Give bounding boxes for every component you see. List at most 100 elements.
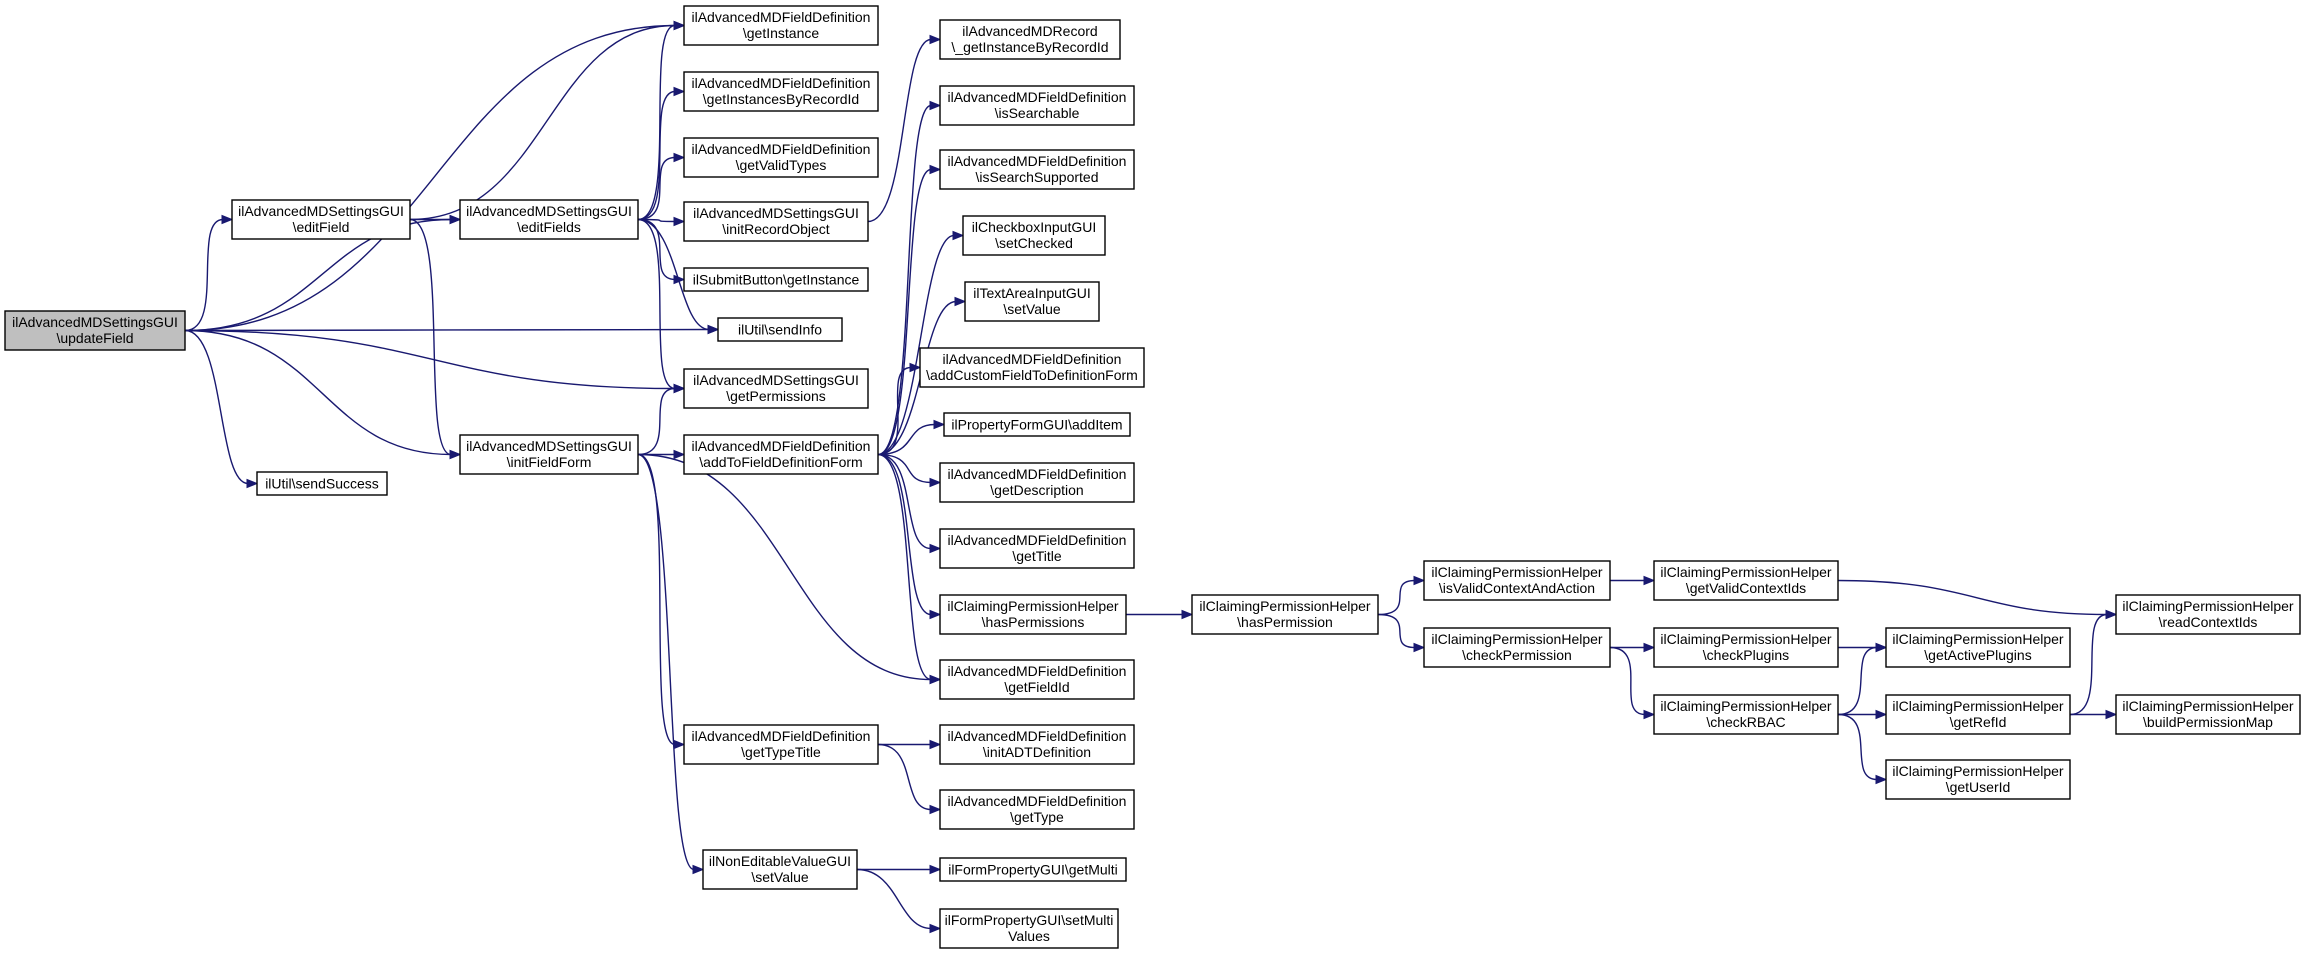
node-label: ilAdvancedMDFieldDefinition	[948, 153, 1127, 169]
node-box	[1653, 627, 1839, 668]
node-hasPermissions[interactable]: ilClaimingPermissionHelper\hasPermission…	[939, 594, 1127, 635]
edge-initFieldForm-to-getPermissions	[637, 387, 676, 456]
function-nodes: ilAdvancedMDSettingsGUI\updateFieldilAdv…	[4, 5, 2301, 949]
node-box	[683, 724, 879, 765]
node-isSearchable[interactable]: ilAdvancedMDFieldDefinition\isSearchable	[939, 85, 1135, 126]
arrowhead-icon	[1643, 575, 1656, 586]
node-label: ilCheckboxInputGUI	[972, 219, 1097, 235]
node-getRefId[interactable]: ilClaimingPermissionHelper\getRefId	[1885, 694, 2071, 735]
node-label: ilAdvancedMDFieldDefinition	[943, 351, 1122, 367]
node-box	[939, 85, 1135, 126]
node-box	[1423, 627, 1611, 668]
node-sendInfo[interactable]: ilUtil\sendInfo	[717, 317, 843, 342]
node-box	[943, 412, 1131, 437]
arrowhead-icon	[673, 152, 686, 163]
node-getInstanceByRecordId[interactable]: ilAdvancedMDRecord\_getInstanceByRecordI…	[939, 19, 1121, 60]
node-label: ilFormPropertyGUI\setMulti	[945, 912, 1114, 928]
node-box	[939, 789, 1135, 830]
edge-addToFieldDefinitionForm-to-hasPermissions	[877, 453, 932, 616]
node-setChecked[interactable]: ilCheckboxInputGUI\setChecked	[962, 215, 1106, 256]
node-label: ilAdvancedMDFieldDefinition	[948, 793, 1127, 809]
node-box	[683, 71, 879, 112]
node-textAreaSetValue[interactable]: ilTextAreaInputGUI\setValue	[964, 281, 1100, 322]
node-label: \getDescription	[990, 482, 1083, 498]
node-box	[939, 19, 1121, 60]
node-label: \buildPermissionMap	[2143, 714, 2273, 730]
arrowhead-icon	[929, 864, 942, 875]
node-sendSuccess[interactable]: ilUtil\sendSuccess	[256, 471, 388, 496]
node-updateField[interactable]: ilAdvancedMDSettingsGUI\updateField	[4, 310, 186, 351]
node-initADTDefinition[interactable]: ilAdvancedMDFieldDefinition\initADTDefin…	[939, 724, 1135, 765]
node-getUserId[interactable]: ilClaimingPermissionHelper\getUserId	[1885, 759, 2071, 800]
node-submitGetInstance[interactable]: ilSubmitButton\getInstance	[683, 267, 869, 292]
node-label: \readContextIds	[2159, 614, 2258, 630]
edge-addToFieldDefinitionForm-to-isSearchable	[877, 104, 932, 456]
arrowhead-icon	[1875, 709, 1888, 720]
arrowhead-icon	[221, 214, 234, 225]
node-initRecordObject[interactable]: ilAdvancedMDSettingsGUI\initRecordObject	[683, 201, 869, 242]
node-getFieldId[interactable]: ilAdvancedMDFieldDefinition\getFieldId	[939, 659, 1135, 700]
edge-editFields-to-getInstancesByRecordId	[637, 90, 676, 221]
node-box	[683, 267, 869, 292]
node-box	[1191, 594, 1379, 635]
node-addItem[interactable]: ilPropertyFormGUI\addItem	[943, 412, 1131, 437]
node-label: ilClaimingPermissionHelper	[947, 598, 1119, 614]
node-box	[1653, 560, 1839, 601]
node-box	[1885, 627, 2071, 668]
node-buildPermissionMap[interactable]: ilClaimingPermissionHelper\buildPermissi…	[2115, 694, 2301, 735]
edge-editField-to-getInstance	[409, 24, 676, 221]
node-box	[256, 471, 388, 496]
node-label: ilTextAreaInputGUI	[973, 285, 1091, 301]
node-checkPlugins[interactable]: ilClaimingPermissionHelper\checkPlugins	[1653, 627, 1839, 668]
edge-editFields-to-sendInfo	[637, 218, 710, 331]
node-getType[interactable]: ilAdvancedMDFieldDefinition\getType	[939, 789, 1135, 830]
node-getInstancesByRecordId[interactable]: ilAdvancedMDFieldDefinition\getInstances…	[683, 71, 879, 112]
edge-updateField-to-sendSuccess	[184, 329, 249, 485]
edge-getValidContextIds-to-readContextIds	[1837, 579, 2108, 616]
arrowhead-icon	[673, 86, 686, 97]
node-getValidTypes[interactable]: ilAdvancedMDFieldDefinition\getValidType…	[683, 137, 879, 178]
edge-updateField-to-getInstance	[184, 24, 676, 332]
node-box	[939, 462, 1135, 503]
node-label: ilAdvancedMDSettingsGUI	[466, 438, 632, 454]
node-label: ilFormPropertyGUI\getMulti	[948, 862, 1118, 878]
node-isValidContextAndAction[interactable]: ilClaimingPermissionHelper\isValidContex…	[1423, 560, 1611, 601]
node-getMulti[interactable]: ilFormPropertyGUI\getMulti	[939, 857, 1127, 882]
node-checkRBAC[interactable]: ilClaimingPermissionHelper\checkRBAC	[1653, 694, 1839, 735]
node-initFieldForm[interactable]: ilAdvancedMDSettingsGUI\initFieldForm	[459, 434, 639, 475]
node-editField[interactable]: ilAdvancedMDSettingsGUI\editField	[231, 199, 411, 240]
node-getInstance[interactable]: ilAdvancedMDFieldDefinition\getInstance	[683, 5, 879, 46]
node-box	[939, 528, 1135, 569]
node-box	[683, 368, 869, 409]
node-editFields[interactable]: ilAdvancedMDSettingsGUI\editFields	[459, 199, 639, 240]
node-label: ilAdvancedMDSettingsGUI	[12, 314, 178, 330]
edge-editFields-to-initRecordObject	[637, 218, 676, 223]
arrowhead-icon	[1875, 642, 1888, 653]
node-label: ilAdvancedMDFieldDefinition	[692, 75, 871, 91]
arrowhead-icon	[673, 383, 686, 394]
node-label: \getInstancesByRecordId	[703, 91, 859, 107]
node-label: ilAdvancedMDFieldDefinition	[692, 9, 871, 25]
node-checkPermission[interactable]: ilClaimingPermissionHelper\checkPermissi…	[1423, 627, 1611, 668]
node-getPermissions[interactable]: ilAdvancedMDSettingsGUI\getPermissions	[683, 368, 869, 409]
node-addToFieldDefinitionForm[interactable]: ilAdvancedMDFieldDefinition\addToFieldDe…	[683, 434, 879, 475]
arrowhead-icon	[1643, 642, 1656, 653]
arrowhead-icon	[929, 477, 942, 488]
node-getValidContextIds[interactable]: ilClaimingPermissionHelper\getValidConte…	[1653, 560, 1839, 601]
node-getTypeTitle[interactable]: ilAdvancedMDFieldDefinition\getTypeTitle	[683, 724, 879, 765]
node-getDescription[interactable]: ilAdvancedMDFieldDefinition\getDescripti…	[939, 462, 1135, 503]
node-hasPermission[interactable]: ilClaimingPermissionHelper\hasPermission	[1191, 594, 1379, 635]
node-label: ilClaimingPermissionHelper	[1431, 631, 1603, 647]
node-getActivePlugins[interactable]: ilClaimingPermissionHelper\getActivePlug…	[1885, 627, 2071, 668]
node-readContextIds[interactable]: ilClaimingPermissionHelper\readContextId…	[2115, 594, 2301, 635]
node-nonEditSetValue[interactable]: ilNonEditableValueGUI\setValue	[702, 849, 858, 890]
node-getTitle[interactable]: ilAdvancedMDFieldDefinition\getTitle	[939, 528, 1135, 569]
node-label: \initADTDefinition	[983, 744, 1091, 760]
node-addCustomField[interactable]: ilAdvancedMDFieldDefinition\addCustomFie…	[919, 347, 1145, 388]
arrowhead-icon	[929, 543, 942, 554]
node-isSearchSupported[interactable]: ilAdvancedMDFieldDefinition\isSearchSupp…	[939, 149, 1135, 190]
node-label: ilSubmitButton\getInstance	[693, 272, 860, 288]
arrowhead-icon	[929, 100, 942, 111]
node-label: ilAdvancedMDFieldDefinition	[948, 89, 1127, 105]
